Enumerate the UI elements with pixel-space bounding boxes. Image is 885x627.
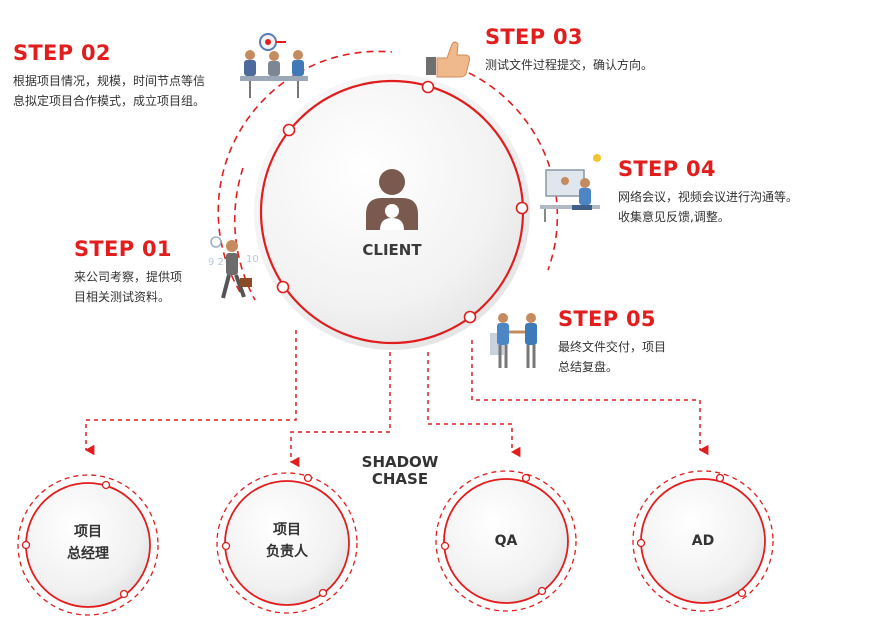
step-04-desc: 网络会议，视频会议进行沟通等。 收集意见反馈,调整。 [618,190,799,224]
role-label-ad: AD [691,533,715,549]
step-01: STEP 01 来公司考察，提供项 目相关测试资料。 [74,237,182,307]
step-05-desc: 最终文件交付，项目 总结复盘。 [558,340,667,374]
step-03: STEP 03 测试文件过程提交，确认方向。 [485,25,653,75]
step-02-title: STEP 02 [13,41,111,65]
step-02-desc: 根据项目情况，规模，时间节点等信 息拟定项目合作模式，成立项目组。 [13,74,206,108]
step-04: STEP 04 网络会议，视频会议进行沟通等。 收集意见反馈,调整。 [618,157,798,227]
team-meeting-icon [240,33,308,98]
role-circle-4 [632,470,774,612]
svg-text:10: 10 [246,254,259,265]
businessman-walking-icon: 9 2 10 [208,236,259,299]
role-label-qa: QA [494,533,518,549]
role-label-project-general-manager: 项目 总经理 [67,524,109,562]
step-05-title: STEP 05 [558,307,656,331]
thumbs-up-icon [426,41,471,78]
step-05: STEP 05 最终文件交付，项目 总结复盘。 [558,307,666,377]
handshake-icon [490,313,537,368]
step-01-title: STEP 01 [74,237,172,261]
role-label-project-lead: 项目 负责人 [266,522,308,560]
shadow-chase-label: SHADOW CHASE [361,453,439,488]
video-conference-icon [540,154,601,222]
step-03-title: STEP 03 [485,25,583,49]
step-02: STEP 02 根据项目情况，规模，时间节点等信 息拟定项目合作模式，成立项目组… [13,41,205,111]
role-circle-1 [17,474,159,616]
step-04-title: STEP 04 [618,157,716,181]
client-label: CLIENT [362,241,422,259]
svg-text:9 2: 9 2 [208,257,224,268]
connector-lines [84,330,709,468]
role-circle-3 [435,470,577,612]
role-circle-2 [216,472,358,614]
client-person-icon [366,169,418,230]
step-03-desc: 测试文件过程提交，确认方向。 [485,58,654,72]
step-01-desc: 来公司考察，提供项 目相关测试资料。 [74,270,183,304]
